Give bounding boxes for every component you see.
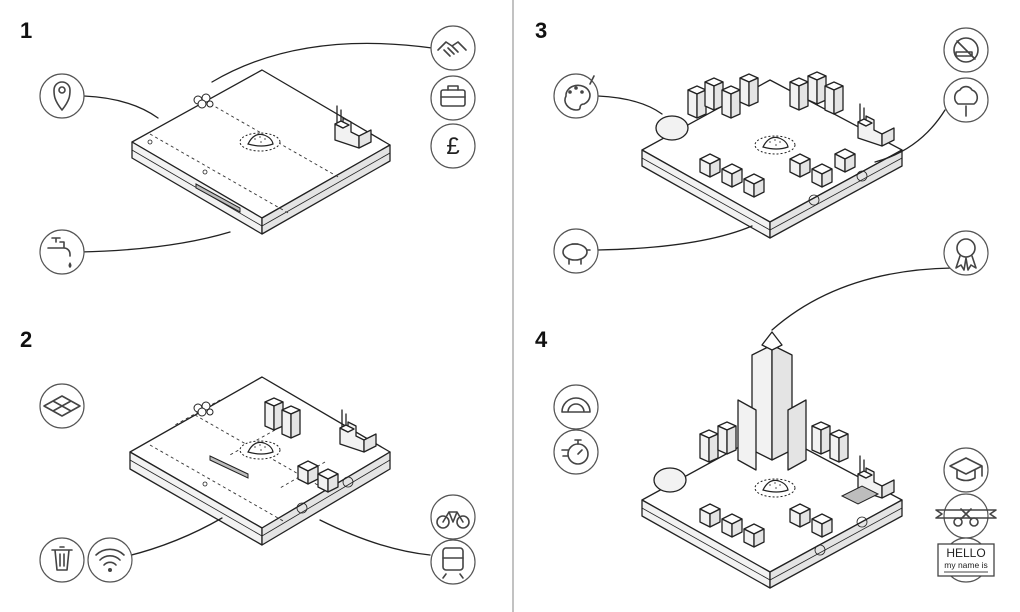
train-icon — [430, 539, 476, 585]
water-tap-icon — [39, 229, 85, 275]
bicycle-icon — [430, 494, 476, 540]
tree-icon — [943, 77, 989, 123]
panel-3-city-slab — [641, 71, 903, 239]
panel-4-city-slab — [641, 331, 903, 589]
stopwatch-icon — [553, 429, 599, 475]
pound-sign-icon: £ — [430, 123, 476, 169]
no-smoking-icon — [943, 27, 989, 73]
panel-number-2: 2 — [20, 327, 32, 352]
p1-connector-handshake — [211, 42, 433, 83]
briefcase-icon — [430, 75, 476, 121]
p2-connector-bike — [319, 519, 431, 556]
rosette-icon — [943, 230, 989, 276]
p3-connector-palette — [597, 95, 663, 115]
p4-connector-rosette — [771, 267, 953, 331]
palette-icon — [553, 73, 599, 119]
panel-number-4: 4 — [535, 327, 548, 352]
bin-icon — [39, 537, 85, 583]
helmet-icon — [553, 384, 599, 430]
panel-1-land-slab — [131, 69, 391, 235]
wifi-icon — [87, 537, 133, 583]
piggy-bank-icon — [553, 228, 599, 274]
name-badge-icon: HELLO my name is — [937, 537, 995, 583]
layers-icon — [39, 383, 85, 429]
svg-text:my name is: my name is — [944, 560, 987, 570]
panel-number-3: 3 — [535, 18, 547, 43]
graduation-cap-icon — [943, 447, 989, 493]
p1-connector-location — [83, 95, 159, 119]
p1-connector-water — [79, 231, 231, 253]
svg-text:£: £ — [446, 133, 459, 160]
svg-text:HELLO: HELLO — [946, 546, 985, 560]
ribbon-cutting-icon — [935, 493, 997, 539]
p3-connector-piggy — [597, 225, 753, 251]
panel-number-1: 1 — [20, 18, 32, 43]
panel-2-land-slab — [129, 376, 391, 546]
p3-connector-tree — [874, 109, 946, 163]
handshake-icon — [430, 25, 476, 71]
location-pin-icon — [39, 73, 85, 119]
